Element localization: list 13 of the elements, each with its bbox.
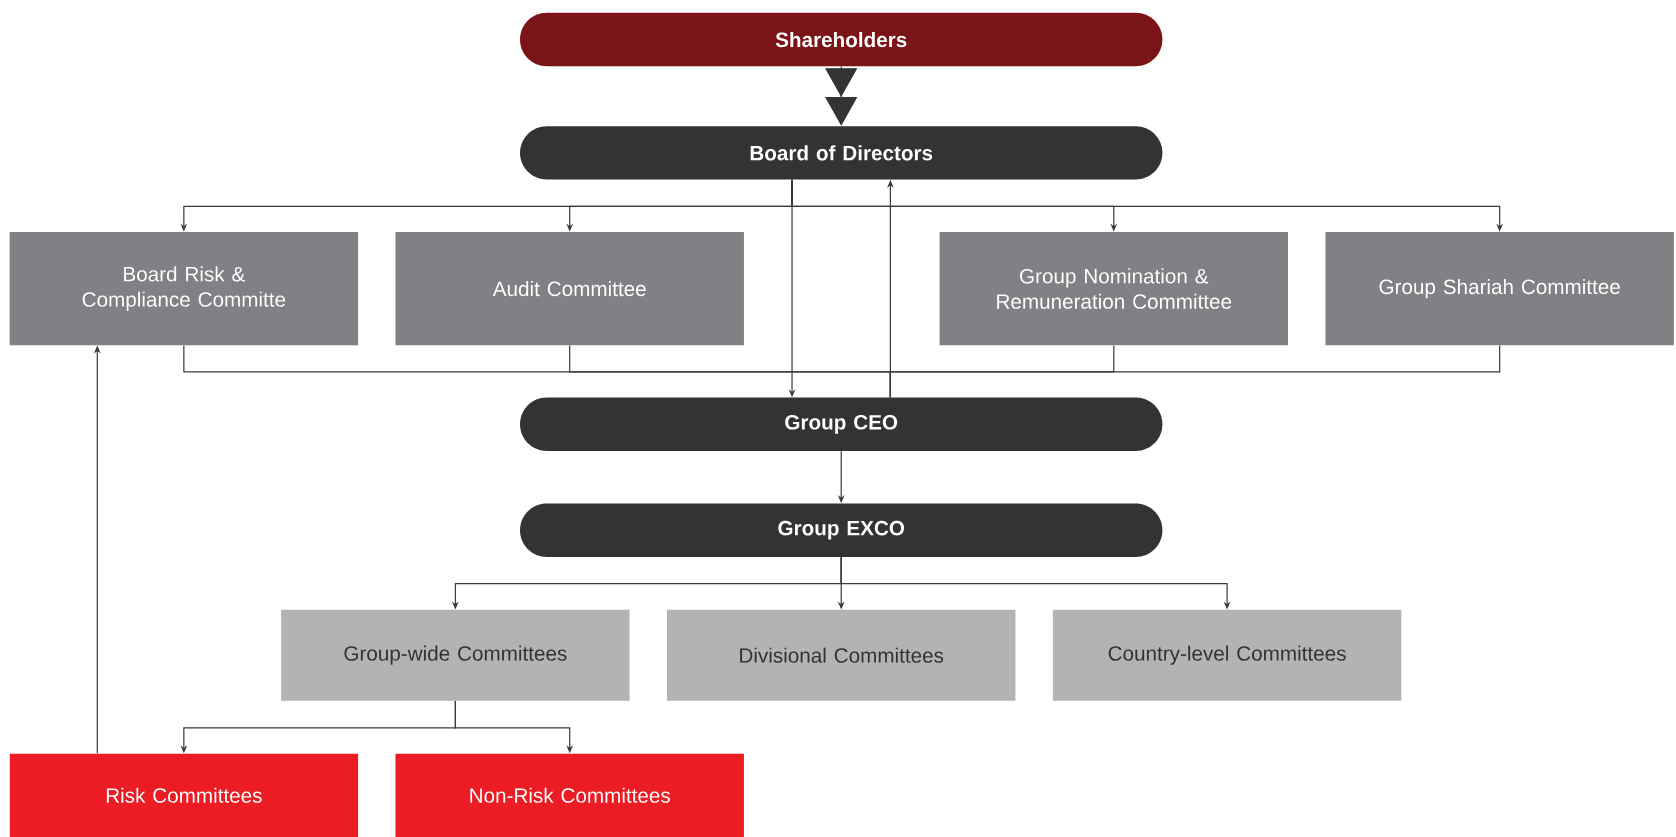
pill-box: Group CEO	[520, 397, 1163, 452]
arrow	[825, 65, 858, 126]
pill-box: Shareholders	[520, 12, 1163, 67]
committee-box: Audit Committee	[395, 231, 744, 346]
committee-box: Group-wide Committees	[281, 609, 630, 701]
committee-box: Non-Risk Committees	[395, 753, 744, 837]
committee-box: Group Shariah Committee	[1325, 231, 1674, 346]
committee-box: Board Risk & Compliance Committe	[9, 231, 359, 346]
committee-box: Group Nomination & Remuneration Committee	[939, 231, 1288, 346]
committee-box: Risk Committees	[9, 753, 359, 837]
pill-box: Group EXCO	[520, 503, 1163, 557]
committee-box: Country-level Committees	[1052, 609, 1402, 701]
committee-box: Divisional Committees	[667, 609, 1016, 701]
